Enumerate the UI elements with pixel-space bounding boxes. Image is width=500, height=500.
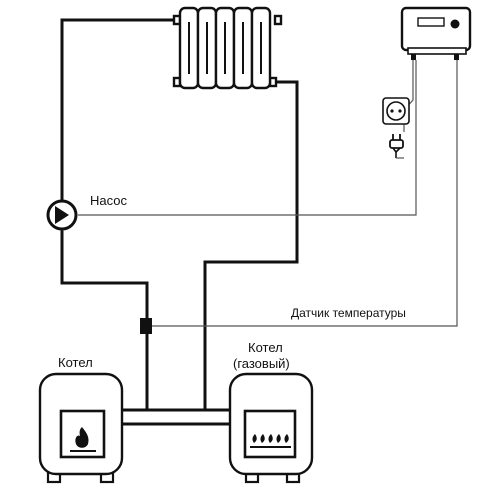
- sensor-control-wire: [152, 60, 458, 327]
- temperature-sensor-icon: [140, 318, 152, 334]
- power-socket-icon: [382, 97, 410, 125]
- gas-boiler-icon: [228, 372, 314, 484]
- gas-boiler-label-line2: (газовый): [233, 356, 290, 371]
- gas-burner-icon: [250, 434, 291, 448]
- radiator-icon: [172, 6, 283, 90]
- solid-boiler-label: Котел: [58, 355, 93, 370]
- supply-pipe: [60, 18, 182, 202]
- radiator-return-pipe: [203, 80, 299, 412]
- power-plug-icon: [389, 134, 404, 159]
- temperature-sensor-label: Датчик температуры: [291, 306, 406, 320]
- controller-icon: [400, 6, 472, 60]
- solid-fuel-boiler-icon: [38, 372, 124, 484]
- gas-boiler-label-line1: Котел: [248, 340, 283, 355]
- pump-return-pipe: [60, 230, 149, 412]
- pump-label: Насос: [90, 193, 127, 208]
- flame-icon: [70, 427, 96, 452]
- pump-control-wire: [78, 60, 417, 216]
- pump-icon: [46, 199, 78, 231]
